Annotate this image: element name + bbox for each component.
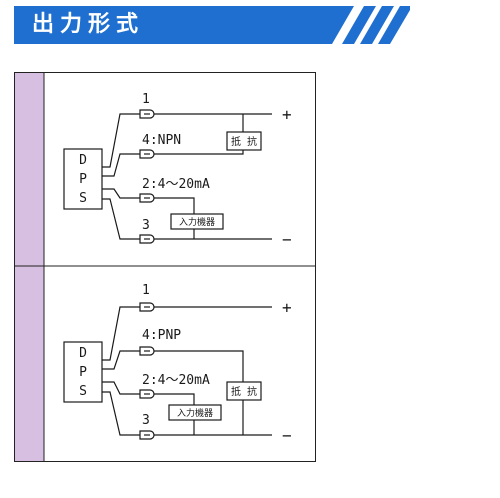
npn-pin2-label: 2:4～20mA xyxy=(142,177,210,192)
pnp-connector-4 xyxy=(139,346,155,356)
npn-plus-label: + xyxy=(282,105,292,124)
npn-output-wire xyxy=(154,150,244,155)
pnp-side-band xyxy=(14,266,44,462)
header-stripe xyxy=(342,6,376,44)
pnp-connector-1 xyxy=(139,302,155,312)
pnp-signal-wire xyxy=(154,393,195,405)
header-stripe xyxy=(378,6,410,44)
pnp-pin2-label: 2:4～20mA xyxy=(142,373,210,388)
pnp-wire-2 xyxy=(102,381,140,395)
npn-input-device-label: 入力機器 xyxy=(179,216,215,228)
npn-pin1-label: 1 xyxy=(142,92,150,107)
pnp-diagram xyxy=(63,302,272,440)
pnp-connector-2 xyxy=(139,389,155,399)
npn-connector-1 xyxy=(139,109,155,119)
section-header: 出力形式 xyxy=(14,6,410,44)
pnp-input-device-label: 入力機器 xyxy=(177,407,213,419)
npn-minus-label: − xyxy=(282,230,292,249)
npn-resistor xyxy=(226,131,262,151)
panel-frame xyxy=(14,72,316,462)
npn-resistor-label: 抵 抗 xyxy=(231,135,257,148)
pnp-input-device-box xyxy=(168,404,222,421)
npn-connector-2 xyxy=(139,193,155,203)
pnp-plus-label: + xyxy=(282,298,292,317)
npn-dps-box xyxy=(63,148,103,210)
page-title: 出力形式 xyxy=(32,12,145,37)
npn-side-band xyxy=(14,72,44,266)
npn-input-device-box xyxy=(170,213,224,230)
npn-wire-4 xyxy=(102,153,140,177)
pnp-minus-label: − xyxy=(282,426,292,445)
npn-pin3-label: 3 xyxy=(142,218,150,233)
npn-pin4-label: 4:NPN xyxy=(142,133,181,148)
pnp-connector-3 xyxy=(139,430,155,440)
npn-wire-2 xyxy=(102,188,140,199)
pnp-pin3-label: 3 xyxy=(142,413,150,428)
npn-dps-letter: S xyxy=(79,191,87,206)
pnp-output-wire xyxy=(154,350,244,382)
npn-dps-letter: D xyxy=(79,153,87,168)
header-bar-fill xyxy=(14,6,354,44)
npn-signal-wire xyxy=(154,197,195,214)
pnp-wire-4 xyxy=(102,350,140,370)
pnp-pin1-label: 1 xyxy=(142,283,150,298)
npn-connector-3 xyxy=(139,234,155,244)
pnp-resistor-label: 抵 抗 xyxy=(231,385,257,398)
pnp-dps-letter: S xyxy=(79,384,87,399)
pnp-dps-letter: D xyxy=(79,346,87,361)
wiring-diagrams: D P S 1 4:NPN 2:4～20mA 3 抵 抗 入力機器 + − xyxy=(14,72,316,462)
pnp-dps-box xyxy=(63,341,103,403)
header-bar xyxy=(14,6,410,44)
header-stripe xyxy=(360,6,394,44)
npn-wire-3 xyxy=(102,198,140,240)
output-type-panel: N P N 出 力 P N P 出 力 xyxy=(14,72,316,462)
pnp-pin4-label: 4:PNP xyxy=(142,328,181,343)
npn-dps-letter: P xyxy=(79,172,87,187)
pnp-dps-letter: P xyxy=(79,365,87,380)
pnp-wire-3 xyxy=(102,391,140,436)
pnp-wire-1 xyxy=(102,306,140,361)
npn-connector-4 xyxy=(139,149,155,159)
pnp-resistor xyxy=(226,381,262,401)
npn-wire-1 xyxy=(102,113,140,168)
npn-diagram xyxy=(63,109,272,244)
